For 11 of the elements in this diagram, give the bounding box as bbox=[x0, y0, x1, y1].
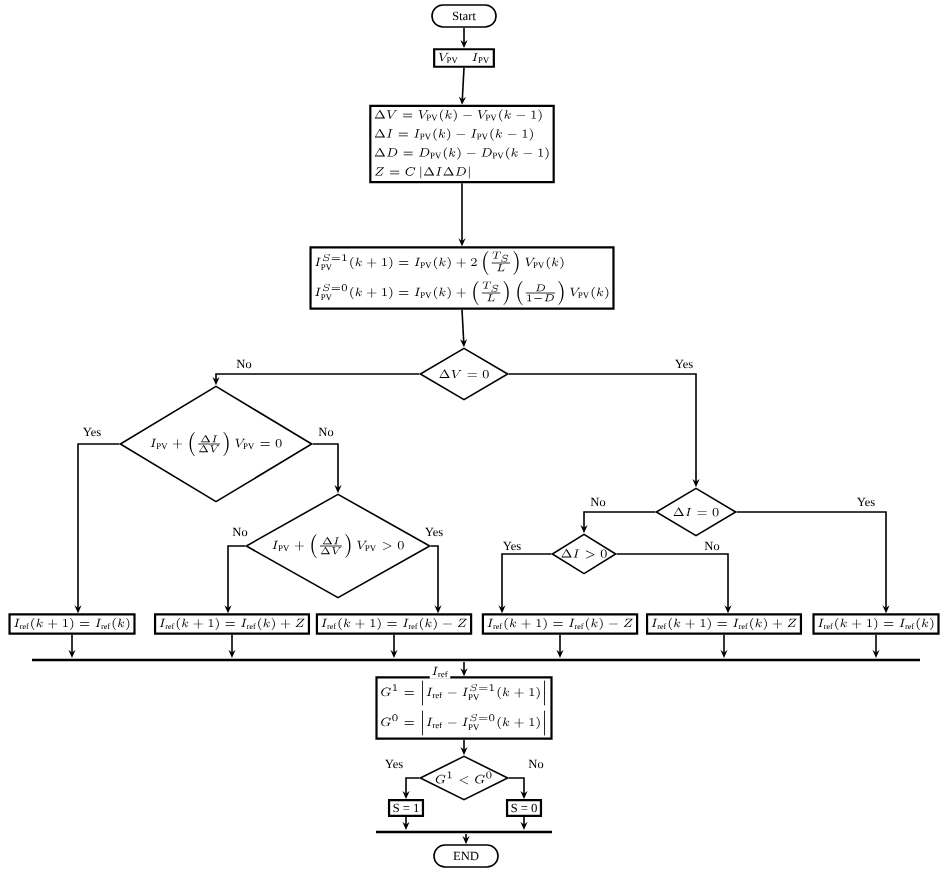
process-box: $I_{\mathrm{ref}}(k+1) = I_{\mathrm{ref}}(k)$ bbox=[812, 613, 940, 635]
process-box: $I_{\mathrm{ref}}(k+1) = I_{\mathrm{ref}}(k) + Z$ bbox=[645, 613, 803, 635]
process-box: $I_{\mathrm{ref}}(k+1) = I_{\mathrm{ref}}(k)$ bbox=[8, 613, 136, 635]
process-box: $I_{\mathrm{PV}}^{S=1}(k+1) = I_{\mathrm{PV}}(k) + 2\left(\frac{T_S}{L}\right)V_{\mathrm{PV}}(k)$ $I_{\mathrm{PV}}^{S=0}(k+1) = I_{\mathrm{PV}}(k) + \left(\frac{T_S}{L}\right)\left(\frac{D}{1-D}\right)V_{\mathrm{PV}}(k)$ bbox=[309, 246, 615, 310]
process-box: $I_{\mathrm{ref}}(k+1) = I_{\mathrm{ref}}(k) - Z$ bbox=[481, 613, 639, 635]
process-box: $G^{1} = \left|I_{\mathrm{ref}} - I_{\mathrm{PV}}^{S=1}(k+1)\right|$ $G^{0} = \left|I_{\mathrm{ref}} - I_{\mathrm{PV}}^{S=0}(k+1)\right|$ bbox=[375, 676, 553, 740]
process-box: $I_{\mathrm{ref}}(k+1) = I_{\mathrm{ref}}(k) + Z$ bbox=[153, 613, 311, 635]
process-box: $V_{\mathrm{PV}}\quad I_{\mathrm{PV}}$ bbox=[433, 48, 495, 68]
process-box: $I_{\mathrm{ref}}(k+1) = I_{\mathrm{ref}}(k) - Z$ bbox=[315, 613, 473, 635]
process-box: $\Delta V = V_{\mathrm{PV}}(k) - V_{\mathrm{PV}}(k-1)$ $\Delta I = I_{\mathrm{PV}}(k) - I_{\mathrm{PV}}(k-1)$ $\Delta D = D_{\mathrm{PV}}(k) - D_{\mathrm{PV}}(k-1)$ $Z = C\left|\Delta I\Delta D\right|$ bbox=[369, 104, 555, 184]
edge-label: $I_{\mathrm{ref}}$ bbox=[429, 665, 451, 679]
